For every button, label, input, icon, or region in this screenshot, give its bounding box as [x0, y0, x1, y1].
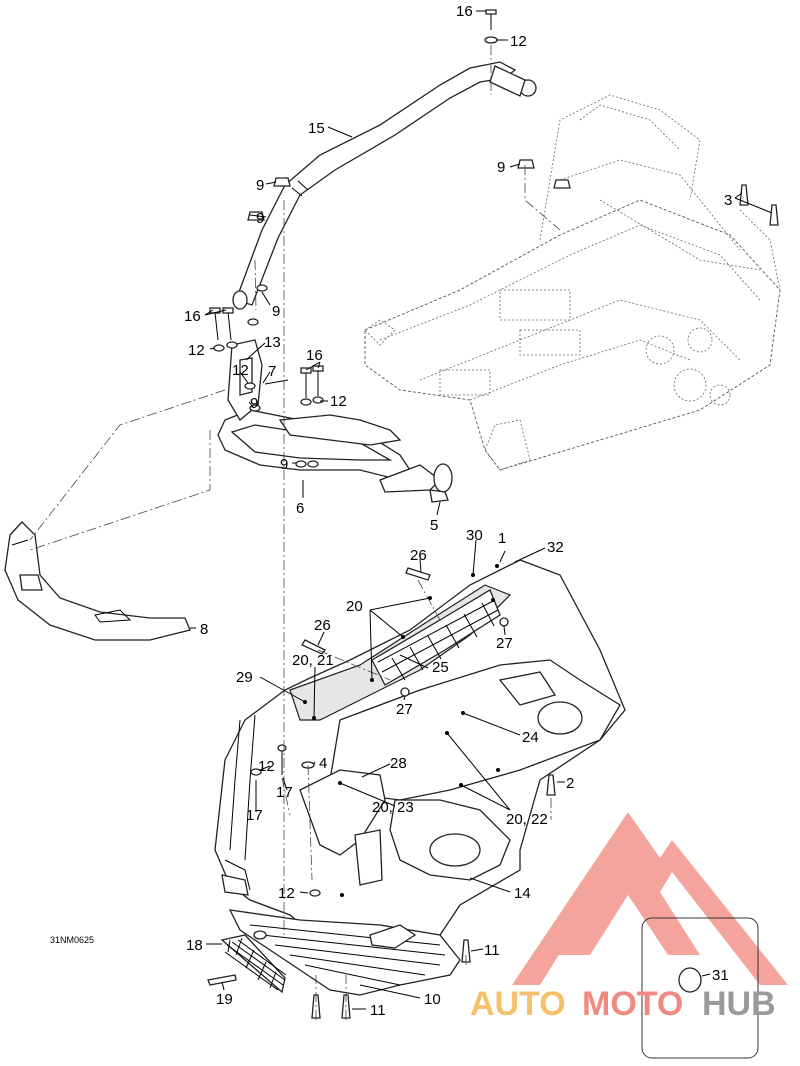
callout-label: 11 [484, 942, 500, 959]
callout-label: 27 [496, 635, 513, 652]
callout-label: 32 [547, 539, 564, 556]
detail-inset-box [641, 917, 759, 1059]
callout-label: 12 [258, 758, 275, 775]
callout-label: 31 [712, 967, 729, 984]
callout-labels: 16 12 15 9 9 9 9 9 9 3 16 12 13 12 7 16 … [50, 3, 732, 1019]
callout-label: 20, 23 [372, 799, 414, 816]
callout-label: 17 [246, 807, 263, 824]
callout-label: 24 [522, 729, 539, 746]
callout-label: 11 [370, 1002, 386, 1019]
callout-label: 9 [497, 159, 505, 176]
watermark-text-hub: HUB [702, 985, 776, 1023]
callout-label: 16 [306, 347, 323, 364]
callout-label: 7 [268, 363, 276, 380]
callout-label: 12 [188, 342, 205, 359]
belly-pan [228, 909, 461, 996]
watermark-logo [512, 812, 788, 985]
callout-label: 25 [432, 659, 449, 676]
mounting-points [303, 564, 500, 897]
watermark-triangle-icon [512, 812, 788, 985]
grille [220, 934, 287, 994]
callout-label: 30 [466, 527, 483, 544]
front-bumper-assembly [217, 339, 453, 503]
callout-label: 9 [272, 303, 280, 320]
callout-label: 3 [724, 192, 732, 209]
callout-label: 16 [456, 3, 473, 20]
callout-label: 12 [330, 393, 347, 410]
watermark-text-auto: AUTO [470, 985, 566, 1023]
callout-label: 12 [278, 885, 295, 902]
callout-label: 12 [232, 362, 249, 379]
callout-label: 20, 22 [506, 811, 548, 828]
callout-label: 14 [514, 885, 531, 902]
callout-label: 15 [308, 120, 325, 137]
callout-label: 20 [346, 598, 363, 615]
callout-label: 28 [390, 755, 407, 772]
front-handle-bar [232, 61, 537, 310]
leader-lines [29, 10, 773, 1020]
watermark-text: AUTO MOTO HUB [470, 985, 776, 1023]
callout-label: 9 [256, 177, 264, 194]
callout-label: 17 [276, 784, 293, 801]
callout-label: 6 [296, 500, 304, 517]
callout-label: 20, 21 [292, 652, 334, 669]
callout-label: 27 [396, 701, 413, 718]
callout-label: 9 [250, 395, 258, 412]
callout-label: 8 [200, 621, 208, 638]
callout-label: 4 [319, 755, 327, 772]
callout-label: 26 [410, 547, 427, 564]
callout-label: 16 [184, 308, 201, 325]
callout-label: 18 [186, 937, 203, 954]
vehicle-frame [364, 94, 781, 471]
callout-label: 2 [566, 775, 574, 792]
callout-label: 1 [498, 530, 506, 547]
callout-label: 13 [264, 334, 281, 351]
callout-label: 29 [236, 669, 253, 686]
nose-pan [214, 559, 626, 951]
front-bumper [4, 521, 191, 641]
callout-label: 5 [430, 517, 438, 534]
cap-icon [678, 967, 702, 993]
diagram-code: 31NM0625 [50, 935, 94, 945]
callout-label: 26 [314, 617, 331, 634]
watermark-text-moto: MOTO [582, 985, 683, 1023]
callout-label: 9 [256, 210, 264, 227]
callout-label: 9 [280, 456, 288, 473]
callout-label: 12 [510, 33, 527, 50]
callout-label: 19 [216, 991, 233, 1008]
callout-label: 10 [424, 991, 441, 1008]
